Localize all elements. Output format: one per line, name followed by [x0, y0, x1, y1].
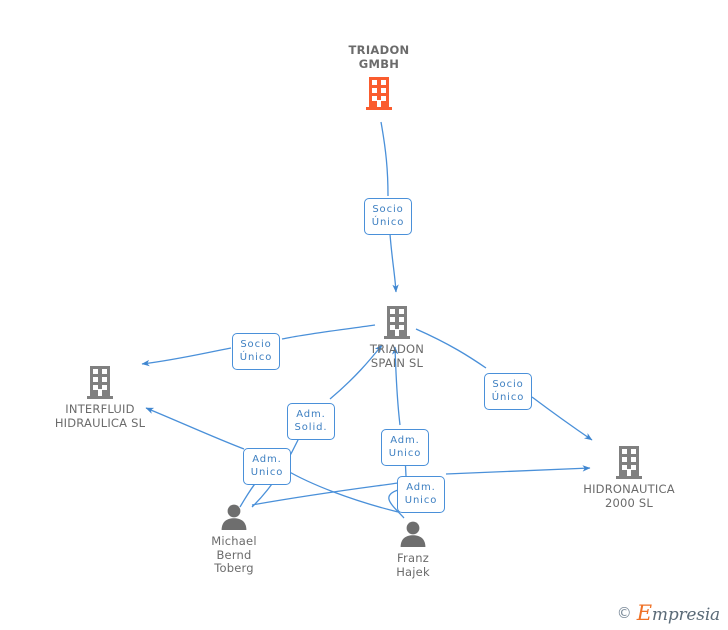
- node-interfluid-hidraulica-sl[interactable]: INTERFLUID HIDRAULICA SL: [35, 365, 165, 430]
- node-triadon-gmbh-label: TRIADON GMBH: [348, 43, 410, 71]
- relation-label-adm-unico-franz-hidronautica[interactable]: Adm. Unico: [397, 476, 445, 513]
- relation-label-adm-unico-michael-interfluid[interactable]: Adm. Unico: [243, 448, 291, 485]
- edge-rel2-to-interfluid: [141, 347, 232, 367]
- relation-label-socio-unico-spain-hidronautica[interactable]: Socio Único: [484, 373, 532, 410]
- building-icon: [332, 305, 462, 339]
- node-interfluid-hidraulica-sl-label: INTERFLUID HIDRAULICA SL: [54, 402, 146, 430]
- empresia-watermark: © Empresia: [617, 603, 720, 624]
- building-icon: [314, 76, 444, 110]
- node-triadon-spain-sl[interactable]: TRIADON SPAIN SL: [332, 305, 462, 370]
- node-michael-bernd-toberg-label: Michael Bernd Toberg: [211, 534, 257, 575]
- node-triadon-spain-sl-label: TRIADON SPAIN SL: [369, 342, 425, 370]
- node-franz-hajek-label: Franz Hajek: [396, 551, 430, 579]
- empresia-logo-text: Empresia: [637, 603, 720, 624]
- copyright-icon: ©: [616, 604, 632, 622]
- empresia-logo-initial: E: [636, 601, 652, 625]
- person-icon: [348, 520, 478, 548]
- edge-rel3-to-hidronautica: [531, 396, 593, 441]
- node-michael-bernd-toberg[interactable]: Michael Bernd Toberg: [169, 503, 299, 576]
- node-hidronautica-2000-sl-label: HIDRONAUTICA 2000 SL: [583, 482, 675, 510]
- relation-label-adm-solid-michael-spain[interactable]: Adm. Solid.: [287, 403, 335, 440]
- relation-label-socio-unico-gmbh-spain[interactable]: Socio Único: [364, 198, 412, 235]
- building-icon: [35, 365, 165, 399]
- edge-rel1-to-spain: [389, 233, 399, 293]
- empresia-logo-rest: mpresia: [651, 605, 720, 625]
- node-hidronautica-2000-sl[interactable]: HIDRONAUTICA 2000 SL: [564, 445, 694, 510]
- node-triadon-gmbh[interactable]: TRIADON GMBH: [314, 43, 444, 114]
- relation-label-socio-unico-spain-interfluid[interactable]: Socio Único: [232, 333, 280, 370]
- relation-label-adm-unico-franz-spain[interactable]: Adm. Unico: [381, 429, 429, 466]
- edge-cross-franz-left: [285, 469, 399, 513]
- building-icon: [564, 445, 694, 479]
- edge-gmbh-to-rel1: [380, 121, 389, 197]
- node-franz-hajek[interactable]: Franz Hajek: [348, 520, 478, 579]
- person-icon: [169, 503, 299, 531]
- edge-cross-michael-right: [251, 482, 399, 506]
